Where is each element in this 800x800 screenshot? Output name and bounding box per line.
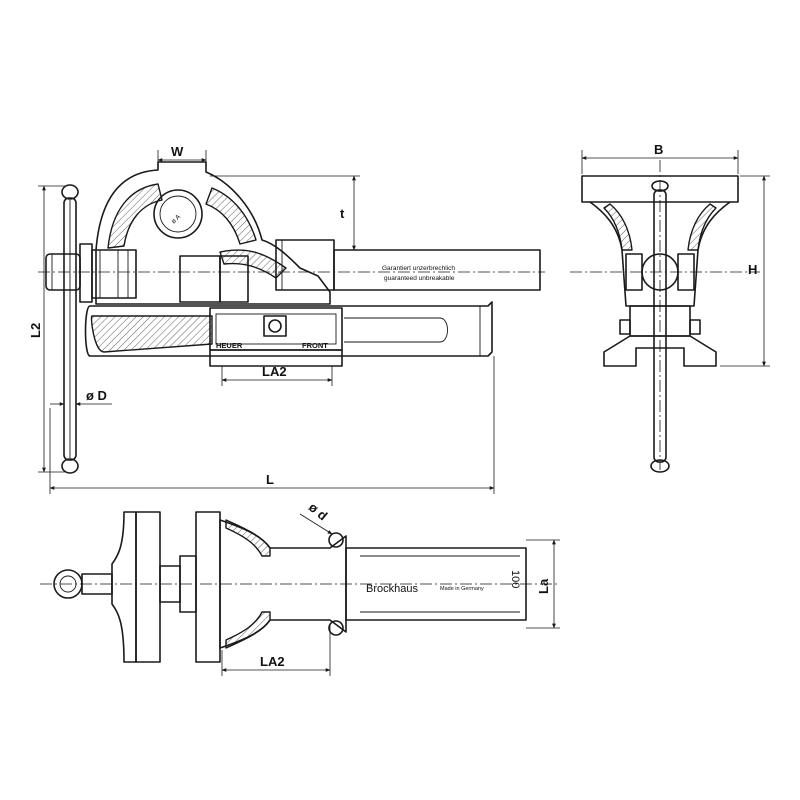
top-rear-flange [111, 511, 137, 663]
side-view: ø A Garantiert unzerbrechlich guaranteed… [28, 144, 545, 494]
side-jaw-outline [95, 161, 331, 305]
front-jaw-plate [581, 175, 739, 203]
side-fixed-jaw [275, 239, 335, 291]
dim-la2-side: LA2 [221, 364, 333, 386]
dim-diam-d-label: ø D [86, 388, 107, 403]
side-hub [45, 243, 137, 303]
top-front-flange [195, 511, 221, 663]
dim-l2-label: L2 [28, 323, 43, 338]
front-handle [653, 189, 667, 463]
side-rear-block [179, 255, 221, 303]
brand-left: HEUER [216, 341, 243, 350]
dim-t: t [210, 175, 360, 251]
side-handle [61, 184, 79, 474]
dim-w: W [157, 144, 207, 168]
spindle-imprint-en: guaranteed unbreakable [384, 275, 455, 282]
top-size: 100 [509, 570, 521, 588]
side-spindle-circle [153, 189, 203, 239]
dim-la-label: La [536, 578, 551, 594]
dim-l: L [49, 356, 495, 494]
top-view: Brockhaus Made in Germany 100 ø d La LA2 [40, 499, 560, 676]
dim-b-label: B [654, 142, 663, 157]
front-base [603, 335, 717, 367]
spindle-imprint-de: Garantiert unzerbrechlich [382, 265, 455, 272]
side-slide-rail [84, 301, 493, 357]
dim-diam-d-small: ø d [299, 499, 333, 535]
dim-l-label: L [266, 472, 274, 487]
side-spindle: Garantiert unzerbrechlich guaranteed unb… [333, 249, 541, 291]
dim-la2-bottom-label: LA2 [260, 654, 285, 669]
dim-diam-d: ø D [50, 388, 112, 406]
dim-t-label: t [340, 206, 345, 221]
top-brand: Brockhaus [366, 583, 418, 595]
svg-text:ø A: ø A [170, 213, 182, 225]
dim-la2-label: LA2 [262, 364, 287, 379]
dim-l2: L2 [28, 185, 66, 473]
dim-la2-top: LA2 [221, 624, 331, 676]
dim-b: B [581, 142, 739, 174]
top-guide-bar: Brockhaus Made in Germany 100 [345, 547, 527, 621]
front-view: B H [570, 142, 770, 473]
dim-h-label: H [748, 262, 757, 277]
dim-h: H [720, 175, 770, 367]
top-made-in: Made in Germany [440, 586, 484, 592]
dim-w-label: W [171, 144, 184, 159]
side-jaw-section [107, 183, 163, 249]
dim-la: La [526, 539, 560, 629]
side-nameplate: HEUER FRONT [209, 307, 343, 367]
brand-right: FRONT [302, 341, 328, 350]
